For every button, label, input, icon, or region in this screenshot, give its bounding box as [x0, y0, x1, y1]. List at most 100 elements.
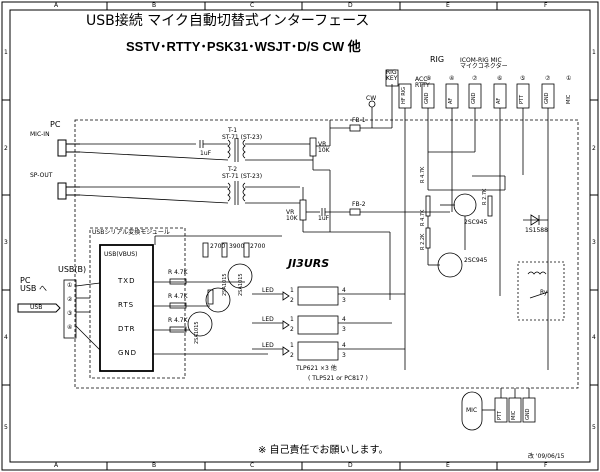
- led1-label: LED: [262, 287, 274, 294]
- r-3900-label: 3900: [229, 243, 245, 250]
- pc2-pin4: 4: [342, 316, 346, 323]
- col-label-c: C: [250, 2, 255, 9]
- pc1-pin1: 1: [290, 287, 294, 294]
- rig-pin-7-num: ①: [566, 75, 572, 82]
- r-22k-label: R 2.2K: [420, 233, 426, 250]
- revision-label: 改 '09/06/15: [528, 453, 565, 460]
- tr2-label: 2SC945: [464, 257, 488, 264]
- rig-pin-6-num: ⑦: [545, 75, 551, 82]
- rig-pin-5-num: ⑤: [520, 75, 526, 82]
- col-label-e-bottom: E: [446, 462, 450, 469]
- led2-label: LED: [262, 316, 274, 323]
- col-label-c-bottom: C: [250, 462, 255, 469]
- usb-pin-1: ①: [67, 282, 73, 289]
- rig-pin-4-name: AF: [496, 97, 502, 104]
- rig-pin-4-num: ⑥: [497, 75, 503, 82]
- r-rts-label: R 4.7K: [168, 293, 188, 300]
- pc3-pin3: 3: [342, 352, 346, 359]
- col-label-f: F: [544, 2, 548, 9]
- pc-label: PC: [50, 120, 61, 129]
- rig-pin-5-name: PTT: [519, 94, 525, 104]
- rig-mic-connector-label: ICOM-RIG MIC マイクコネクター: [460, 57, 508, 70]
- row-label-4-right: 4: [592, 334, 596, 341]
- col-label-e: E: [446, 2, 450, 9]
- col-label-f-bottom: F: [544, 462, 548, 469]
- inner-frame: [9, 9, 591, 463]
- t2-ref: T-2: [228, 166, 238, 173]
- tr-c-label: 2SA1015: [194, 321, 200, 344]
- mic-plug-pin-ptt: PTT: [497, 410, 503, 420]
- callsign: JI3URS: [288, 257, 330, 270]
- pc2-pin1: 1: [290, 316, 294, 323]
- vr2-label: VR 10K: [286, 209, 298, 222]
- diode-label: 1S1588: [525, 227, 548, 234]
- photocoupler-label: TLP621 ×3 他: [296, 365, 337, 372]
- r-27k-label: R 2.7K: [482, 188, 488, 205]
- r-dtr-label: R 4.7K: [168, 317, 188, 324]
- led3-label: LED: [262, 342, 274, 349]
- rig-pin-1-num: ⑧: [426, 75, 432, 82]
- enclosure-outline: [74, 119, 579, 389]
- usb-wiring: [63, 235, 405, 361]
- r-2700b-label: 2700: [250, 243, 266, 250]
- usb-b-label: USB(B): [58, 265, 87, 274]
- signal-txd: TXD: [118, 277, 136, 285]
- usb-b-connector: [63, 279, 77, 339]
- col-label-a: A: [54, 2, 59, 9]
- acc-rtty-label: ACC RTTY: [415, 76, 430, 89]
- rig-pin-6-name: GND: [544, 92, 550, 104]
- row-label-3-right: 3: [592, 239, 596, 246]
- rig-plugs-top: [368, 69, 555, 128]
- signal-dtr: DTR: [118, 325, 136, 333]
- r-47k-rig2-label: R 4.7K: [420, 209, 426, 226]
- pc2-pin2: 2: [290, 326, 294, 333]
- usb-chip-label: USB(VBUS): [104, 251, 138, 258]
- usb-pin-3: ③: [67, 310, 73, 317]
- pc2-pin3: 3: [342, 326, 346, 333]
- pc-jacks: [57, 139, 80, 200]
- rig-pin-3-name: GND: [471, 92, 477, 104]
- row-label-4: 4: [4, 334, 8, 341]
- fb1-label: FB-1: [352, 117, 366, 124]
- rig-wiring: [404, 108, 565, 370]
- footer-note: ※ 自己責任でお願いします。: [258, 445, 389, 456]
- tr-a-label: 2SA1015: [222, 273, 228, 296]
- pc3-pin1: 1: [290, 342, 294, 349]
- fb2-label: FB-2: [352, 201, 366, 208]
- row-label-5: 5: [4, 424, 8, 431]
- t1-ref: T-1: [228, 127, 238, 134]
- r-txd-label: R 4.7K: [168, 269, 188, 276]
- rig-pin-2-name: AF: [448, 97, 454, 104]
- photocoupler-alt-label: ( TLP521 or PC817 ): [308, 375, 368, 382]
- page-subtitle: SSTV･RTTY･PSK31･WSJT･D/S CW 他: [126, 39, 361, 54]
- cap1-label: 1uF: [200, 150, 212, 157]
- mic-plug-bottom: [461, 388, 536, 431]
- row-label-1: 1: [4, 49, 8, 56]
- mic-plug-label: MIC: [466, 407, 478, 414]
- signal-rts: RTS: [118, 301, 135, 309]
- mic-in-label: MIC-IN: [30, 131, 50, 138]
- row-label-5-right: 5: [592, 424, 596, 431]
- mic-plug-pin-gnd: GND: [525, 408, 531, 420]
- mic-plug-pin-mic: MIC: [511, 410, 517, 420]
- cw-label: CW: [366, 95, 377, 102]
- r-2700-label: 2700: [210, 243, 226, 250]
- row-label-3: 3: [4, 239, 8, 246]
- pc1-pin3: 3: [342, 297, 346, 304]
- row-label-1-right: 1: [592, 49, 596, 56]
- tr1-label: 2SC945: [464, 219, 488, 226]
- usb-plug: [17, 303, 61, 313]
- cap2-label: 1uF: [318, 215, 330, 222]
- col-label-a-bottom: A: [54, 462, 59, 469]
- mic-in-wiring: [79, 84, 393, 171]
- col-label-b: B: [152, 2, 157, 9]
- pc-usb-label: PC USB へ: [20, 276, 47, 293]
- t2-part: ST-71 (ST-23): [222, 173, 263, 180]
- row-label-2-right: 2: [592, 145, 596, 152]
- pc3-pin2: 2: [290, 352, 294, 359]
- usb-chip: [99, 244, 154, 372]
